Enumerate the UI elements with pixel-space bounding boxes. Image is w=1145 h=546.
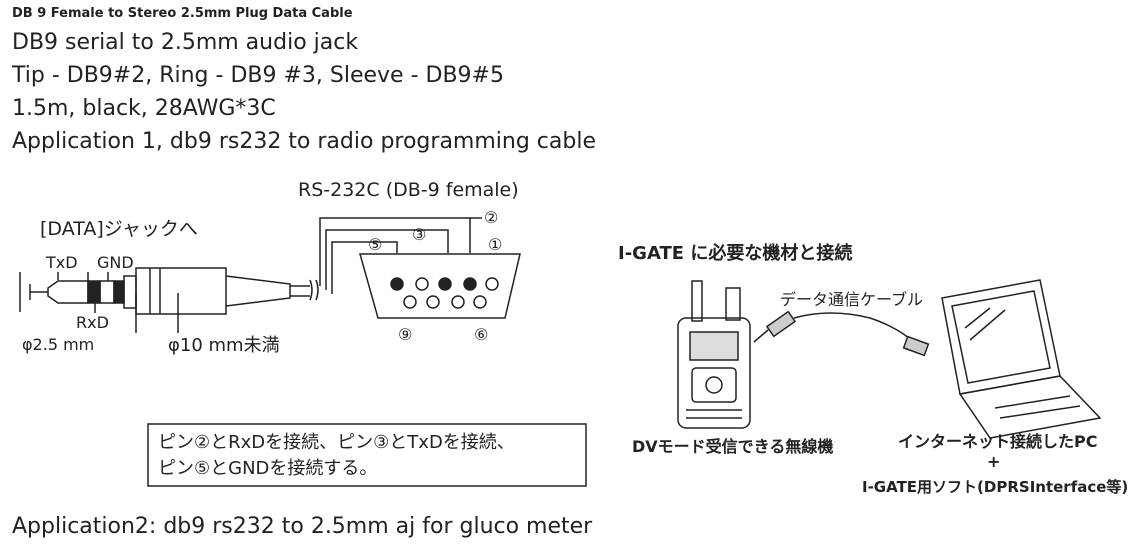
pc-label: インターネット接続したPC: [898, 432, 1097, 451]
description-line-1: DB9 serial to 2.5mm audio jack: [12, 30, 359, 55]
description-line-3: 1.5m, black, 28AWG*3C: [12, 96, 276, 121]
signal-wires: [319, 217, 482, 294]
note-line-2: ピン⑤とGNDを接続する。: [158, 458, 377, 479]
wiring-figure: RS-232C (DB-9 female) [DATA]ジャックへ TxD GN…: [19, 179, 1128, 496]
data-cable-icon: [753, 310, 930, 357]
txd-label: TxD: [45, 253, 78, 272]
stereo-plug-icon: [19, 267, 319, 333]
description-line-4: Application 1, db9 rs232 to radio progra…: [12, 129, 596, 154]
rxd-label: RxD: [76, 313, 109, 332]
igate-title: I-GATE に必要な機材と接続: [618, 242, 852, 264]
pin-6-label: ⑥: [474, 325, 488, 344]
phi-10-label: φ10 mm未満: [168, 335, 280, 356]
pin-5-label: ⑤: [368, 235, 382, 254]
wiring-note-box: [147, 423, 587, 487]
application-2-line: Application2: db9 rs232 to 2.5mm aj for …: [12, 514, 593, 539]
laptop-icon: [941, 279, 1102, 439]
radio-icon: [677, 280, 751, 429]
radio-label: DVモード受信できる無線機: [632, 437, 833, 456]
db9-connector-icon: [359, 253, 521, 319]
plus-sign: +: [987, 452, 1000, 471]
phi-2-5-label: φ2.5 mm: [22, 335, 94, 354]
pin-9-label: ⑨: [398, 325, 412, 344]
description-line-2: Tip - DB9#2, Ring - DB9 #3, Sleeve - DB9…: [12, 63, 504, 88]
pin-3-label: ③: [412, 225, 426, 244]
rs232-label: RS-232C (DB-9 female): [298, 179, 519, 201]
note-line-1: ピン②とRxDを接続、ピン③とTxDを接続、: [158, 432, 515, 453]
cable-label: データ通信ケーブル: [780, 290, 923, 309]
data-jack-label: [DATA]ジャックへ: [40, 218, 198, 240]
pin-1-label: ①: [488, 235, 502, 254]
pin-2-label: ②: [484, 208, 498, 227]
page-heading: DB 9 Female to Stereo 2.5mm Plug Data Ca…: [12, 6, 353, 21]
software-label: I-GATE用ソフト(DPRSInterface等): [862, 478, 1128, 496]
gnd-label: GND: [97, 253, 134, 272]
